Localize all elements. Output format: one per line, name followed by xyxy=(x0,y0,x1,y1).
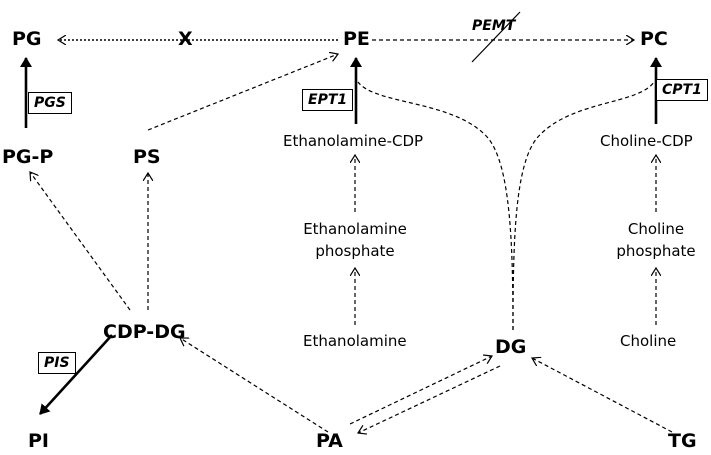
arrow-pa-to-cdpdg xyxy=(180,338,329,433)
node-pg: PG xyxy=(12,28,42,50)
arrow-tg-to-dg xyxy=(532,358,673,433)
ethanolamine-phosphate-line2: phosphate xyxy=(315,242,395,260)
curve-dg-to-pc xyxy=(512,81,655,331)
node-pc: PC xyxy=(640,28,668,50)
enzyme-pgs: PGS xyxy=(28,92,72,114)
node-ethanolamine: Ethanolamine xyxy=(303,332,407,350)
node-cdp-dg: CDP-DG xyxy=(103,321,186,343)
pemt-strike xyxy=(471,11,521,63)
node-pa: PA xyxy=(316,430,343,452)
arrow-dg-to-pa xyxy=(358,365,501,433)
choline-phosphate-line2: phosphate xyxy=(616,242,696,260)
node-pe: PE xyxy=(343,28,370,50)
ethanolamine-phosphate-line1: Ethanolamine xyxy=(303,220,407,238)
enzyme-pemt: PEMT xyxy=(472,18,516,34)
node-dg: DG xyxy=(495,336,527,358)
node-ethanolamine-cdp: Ethanolamine-CDP xyxy=(283,132,424,150)
choline-phosphate-line1: Choline xyxy=(627,220,685,238)
arrow-pa-to-dg xyxy=(349,356,492,425)
curve-dg-to-pe xyxy=(357,81,514,331)
node-choline: Choline xyxy=(620,332,677,350)
arrow-cdpdg-to-pgp xyxy=(30,172,131,311)
enzyme-ept1: EPT1 xyxy=(302,89,354,111)
node-choline-phosphate: Choline phosphate xyxy=(610,218,702,262)
node-choline-cdp: Choline-CDP xyxy=(600,132,693,150)
node-pgp: PG-P xyxy=(2,146,54,168)
node-ps: PS xyxy=(133,146,161,168)
arrow-cdpdg-to-pi xyxy=(39,334,113,415)
arrow-ps-to-pe xyxy=(147,54,338,131)
enzyme-pis: PIS xyxy=(38,352,76,374)
node-pi: PI xyxy=(28,430,49,452)
enzyme-cpt1: CPT1 xyxy=(656,79,708,101)
blocked-x-mark: X xyxy=(178,28,193,50)
node-ethanolamine-phosphate: Ethanolamine phosphate xyxy=(300,218,410,262)
node-tg: TG xyxy=(668,430,697,452)
